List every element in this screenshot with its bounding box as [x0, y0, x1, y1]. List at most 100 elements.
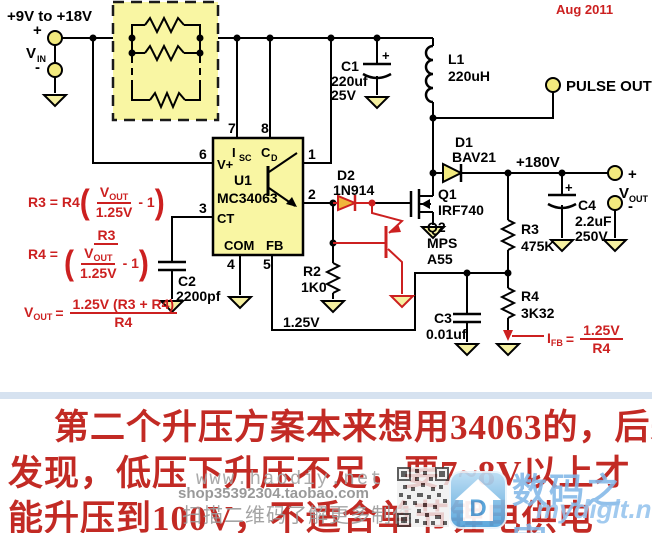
pin-4: 4: [227, 256, 235, 272]
vout-label: V: [619, 185, 629, 202]
vout-plus-sign: +: [628, 166, 637, 183]
paren-close: ): [154, 183, 165, 221]
pin-name-isc: I: [232, 145, 236, 160]
supply-range-label: +9V to +18V: [7, 8, 92, 25]
pin-6: 6: [199, 146, 207, 162]
formula-vout-lhs: V: [24, 304, 34, 320]
q2-value-line1: MPS: [427, 235, 457, 251]
pin-name-cd: C: [261, 145, 271, 160]
ic-part-number: MC34063: [217, 190, 278, 206]
resistor-r3: R3 475K: [499, 219, 554, 254]
ic-mc34063: I SC C D V+ CT COM FB U1 MC34063 7 8 6 1…: [199, 120, 316, 272]
c4-voltage: 250V: [575, 228, 608, 244]
r3-ref: R3: [521, 221, 539, 237]
vout-plus-terminal: [607, 165, 623, 181]
ground-symbol: [365, 96, 389, 109]
pulse-out-terminal: PULSE OUT: [545, 77, 652, 95]
pulse-out-label: PULSE OUT: [566, 78, 652, 95]
ground-symbol-red: [390, 295, 414, 308]
l1-value: 220uH: [448, 68, 490, 84]
formula-ifb-num: 1.25V: [580, 322, 623, 340]
q2-ref: Q2: [427, 219, 446, 235]
q1-ref: Q1: [438, 186, 457, 202]
vout-minus-sign: -: [628, 198, 633, 215]
inductor-l1: L1 220uH: [424, 44, 490, 177]
watermark-haodiy: www.haodiy.net: [196, 468, 384, 490]
brand-site: mydigit.net: [536, 494, 652, 524]
formula-r4-inner-num: V: [84, 245, 94, 261]
circuit-schematic: +9V to +18V + V IN - Aug 2011 + C 1 220uf…: [7, 0, 652, 356]
vout-minus-terminal: [607, 195, 623, 211]
r4-ref: R4: [521, 288, 539, 304]
ground-symbol: [228, 296, 252, 309]
equals-sign: =: [55, 305, 64, 321]
ground-symbol: [321, 300, 345, 313]
pin-3: 3: [199, 200, 207, 216]
d1-value: BAV21: [452, 149, 496, 165]
mydigit-logo: D: [449, 471, 507, 529]
paren-open: (: [79, 183, 90, 221]
d2-value: 1N914: [333, 182, 374, 198]
sense-resistor-2: [144, 43, 185, 63]
formula-r4-num: R3: [94, 227, 119, 245]
mosfet-body-arrow: [421, 199, 430, 209]
c1-voltage: 25V: [331, 87, 357, 103]
paren-close: ): [138, 244, 149, 282]
equals-sign: =: [565, 331, 575, 347]
formula-ifb-lhs: I: [547, 330, 551, 346]
c1-value: 220uf: [331, 73, 368, 89]
c1-polarity: +: [382, 48, 390, 63]
formula-r4: R4 = R3 ( VOUT 1.25V - 1 ): [28, 227, 155, 281]
formula-vout: VOUT = 1.25V (R3 + R4) R4: [24, 296, 180, 330]
capacitor-c3: C3 0.01uf: [426, 310, 481, 356]
fb-voltage-label: 1.25V: [283, 314, 320, 330]
formula-r4-inner-num-sub: OUT: [93, 253, 113, 263]
ground-symbol: [455, 343, 479, 356]
resistor-r4: R4 3K32: [496, 287, 555, 356]
c3-value: 0.01uf: [426, 326, 467, 342]
vin-label: V: [26, 45, 36, 62]
pin-8: 8: [261, 120, 269, 136]
q1-value: IRF740: [438, 202, 484, 218]
house-icon: [455, 479, 501, 521]
paren-open: (: [63, 244, 74, 282]
qr-code: [397, 467, 449, 527]
formula-r4-tail: - 1: [122, 255, 139, 271]
date-note: Aug 2011: [556, 2, 613, 17]
r3-value: 475K: [521, 238, 554, 254]
pin-name-cd-sub: D: [271, 153, 278, 163]
watermark-scan-tip: 扫描二维码了解更多制作: [182, 505, 413, 527]
formula-r3-lhs: R3 = R4: [28, 194, 80, 210]
note-line-1: 第二个升压方案本来想用34063的，后来: [54, 408, 652, 447]
formula-ifb-den: R4: [592, 340, 611, 356]
formula-ifb: IFB = 1.25V R4: [547, 322, 626, 356]
q2-value-line2: A55: [427, 251, 453, 267]
pin-name-ct: CT: [217, 211, 234, 226]
r4-value: 3K32: [521, 305, 555, 321]
formula-vout-num: 1.25V (R3 + R4): [69, 296, 178, 314]
vout-terminal: + V OUT -: [603, 165, 649, 252]
pin-1: 1: [308, 146, 316, 162]
capacitor-c2: C2 2200pf: [158, 260, 221, 313]
formula-vout-den: R4: [114, 314, 133, 330]
watermark-taobao: shop35392304.taobao.com: [178, 485, 369, 502]
logo-letter: D: [469, 495, 486, 522]
vin-minus-terminal: [47, 62, 63, 78]
transistor-q2: Q2 MPS A55: [333, 203, 457, 308]
sense-resistor-3-optional: [149, 90, 186, 110]
vin-label-sub: IN: [37, 54, 46, 64]
capacitor-c4: + C4 2.2uF 250V: [547, 180, 612, 252]
ic-ref: U1: [234, 172, 252, 188]
vin-plus-sign: +: [33, 22, 42, 39]
formula-r3-num: V: [99, 184, 110, 200]
note-line-2: 发现，低压下升压不足，要7~8V以上才: [8, 454, 631, 493]
resistor-r2: R2 1K0: [301, 262, 345, 313]
internal-transistor-arrow: [286, 197, 297, 207]
d2-ref: D2: [337, 167, 355, 183]
d1-ref: D1: [455, 134, 473, 150]
ifb-current-arrow: [503, 330, 513, 341]
pin-name-vplus: V+: [217, 157, 234, 172]
vin-minus-sign: -: [35, 59, 40, 76]
sense-resistor-1: [144, 15, 185, 35]
